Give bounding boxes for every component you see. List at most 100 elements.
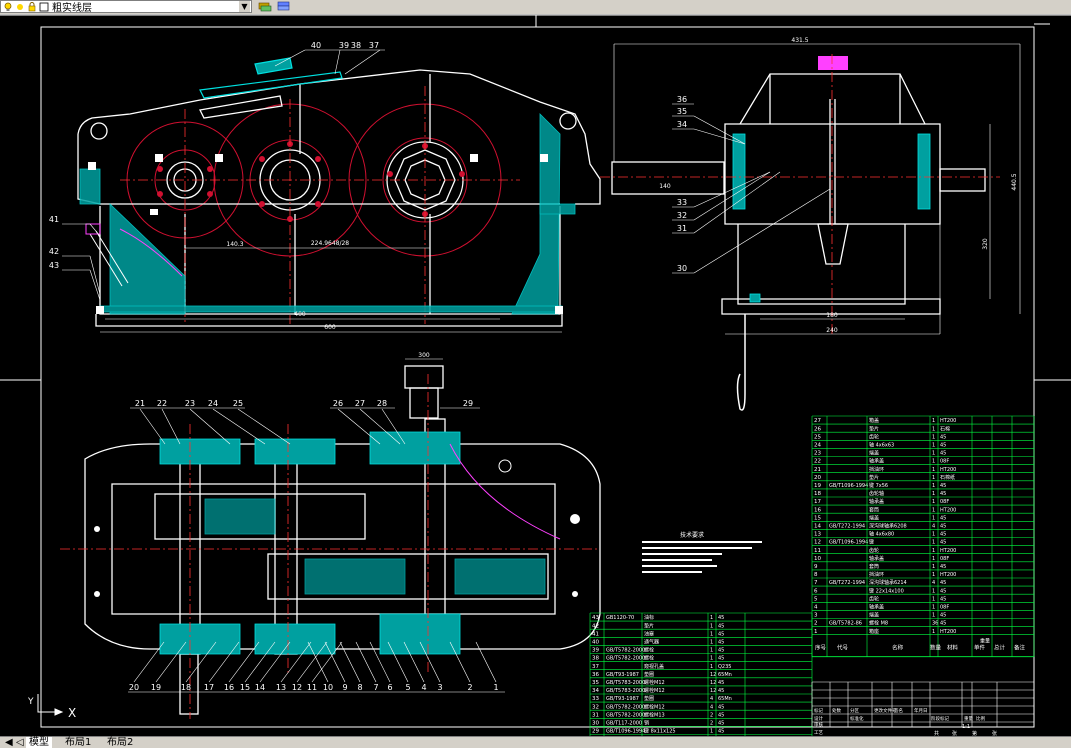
row-number: 20 [814,475,821,481]
title-block-designer: 设计 [814,715,823,722]
row-qty: 12 [710,672,716,678]
layer-dropdown[interactable]: 粗实线层 ▼ [0,0,252,13]
row-qty: 1 [932,434,935,440]
part-number-label: 38 [351,41,361,50]
part-number-label: 14 [255,683,265,692]
row-qty: 1 [932,459,935,465]
row-name: 油标 [644,614,654,621]
row-material: 45 [718,615,724,621]
row-name: 垫片 [644,622,654,629]
row-code: GB/T1096-1994 [829,483,868,489]
tab-layout-1[interactable]: 布局1 [62,737,94,748]
row-name: 轴承盖 [869,604,884,611]
part-leaders [62,50,830,692]
row-number: 43 [592,615,599,621]
row-qty: 1 [932,467,935,473]
tab-model[interactable]: 模型 [26,737,52,748]
row-name: 螺栓M12 [644,687,665,694]
row-material: 45 [940,443,946,449]
row-number: 38 [592,656,599,662]
layer-states-icon[interactable] [276,0,292,13]
tab-nav-prev-icon[interactable]: ◁ [13,737,27,748]
part-number-label: 43 [49,261,59,270]
row-qty: 1 [710,615,713,621]
row-number: 35 [592,680,599,686]
row-name: 螺栓 [644,647,654,654]
row-qty: 36 [932,621,938,627]
chevron-down-icon[interactable]: ▼ [239,1,250,12]
row-qty: 12 [710,680,716,686]
table-header-cell: 备注 [1014,644,1026,652]
layer-name: 粗实线层 [52,0,92,14]
row-qty: 1 [932,588,935,594]
part-number-label: 6 [387,683,392,692]
title-block-cell: 签名 [894,707,903,714]
row-name: 垫片 [869,425,879,432]
part-number-label: 26 [333,399,343,408]
lock-icon[interactable] [27,2,37,12]
dim-side-base-inner: 180 [826,312,838,319]
row-material: 45 [940,580,946,586]
part-number-label: 10 [323,683,333,692]
row-number: 39 [592,648,599,654]
row-material: 45 [940,451,946,457]
sun-freeze-icon[interactable] [15,2,25,12]
row-qty: 2 [710,721,713,727]
row-name: 轴 4x6x63 [869,442,894,449]
row-name: 螺栓M12 [644,703,665,710]
part-number-label: 17 [204,683,214,692]
part-number-label: 3 [437,683,442,692]
part-number-label: 35 [677,107,687,116]
drawing-canvas[interactable]: 224.9648/28 140.3 400 600 [0,14,1071,736]
lightbulb-icon[interactable] [3,2,13,12]
row-material: 45 [940,491,946,497]
part-number-label: 34 [677,120,687,129]
part-number-label: 13 [276,683,286,692]
part-number-label: 29 [463,399,473,408]
layer-prev-icon[interactable] [257,0,273,13]
row-name: 垫圈 [644,695,654,702]
row-qty: 1 [932,605,935,611]
tab-layout-2[interactable]: 布局2 [104,737,136,748]
row-material: HT200 [940,467,956,473]
row-material: Q235 [718,664,731,670]
table-header-cell: 数量 [930,644,942,652]
row-name: 套筒 [869,506,879,513]
row-qty: 4 [932,524,935,530]
svg-text:X: X [68,706,76,720]
row-number: 41 [592,631,599,637]
row-number: 30 [592,721,599,727]
part-number-label: 25 [233,399,243,408]
row-qty: 1 [932,564,935,570]
row-name: 端盖 [869,514,879,521]
row-number: 2 [814,621,818,627]
part-number-label: 12 [292,683,302,692]
row-number: 3 [814,613,818,619]
dim-side-base: 240 [826,327,838,334]
row-code: GB/T117-2000 [606,721,642,727]
title-block: 标记处数分区更改文件号签名年月日设计标准化审核阶段标记重量比例1:1共张第张工艺 [812,682,1034,736]
row-qty: 2 [710,712,713,718]
row-number: 14 [814,524,821,530]
row-material: 45 [940,515,946,521]
svg-text:技术要求: 技术要求 [680,531,704,539]
row-name: 键 7x56 [869,482,888,489]
row-number: 18 [814,491,821,497]
dim-side-shaft: 140 [659,183,671,190]
layer-color-icon[interactable] [39,2,49,12]
dim-vent: 300 [418,352,430,359]
row-code: GB/T5782-2000 [606,712,645,718]
row-material: HT200 [940,507,956,513]
row-name: 轴承盖 [869,498,884,505]
